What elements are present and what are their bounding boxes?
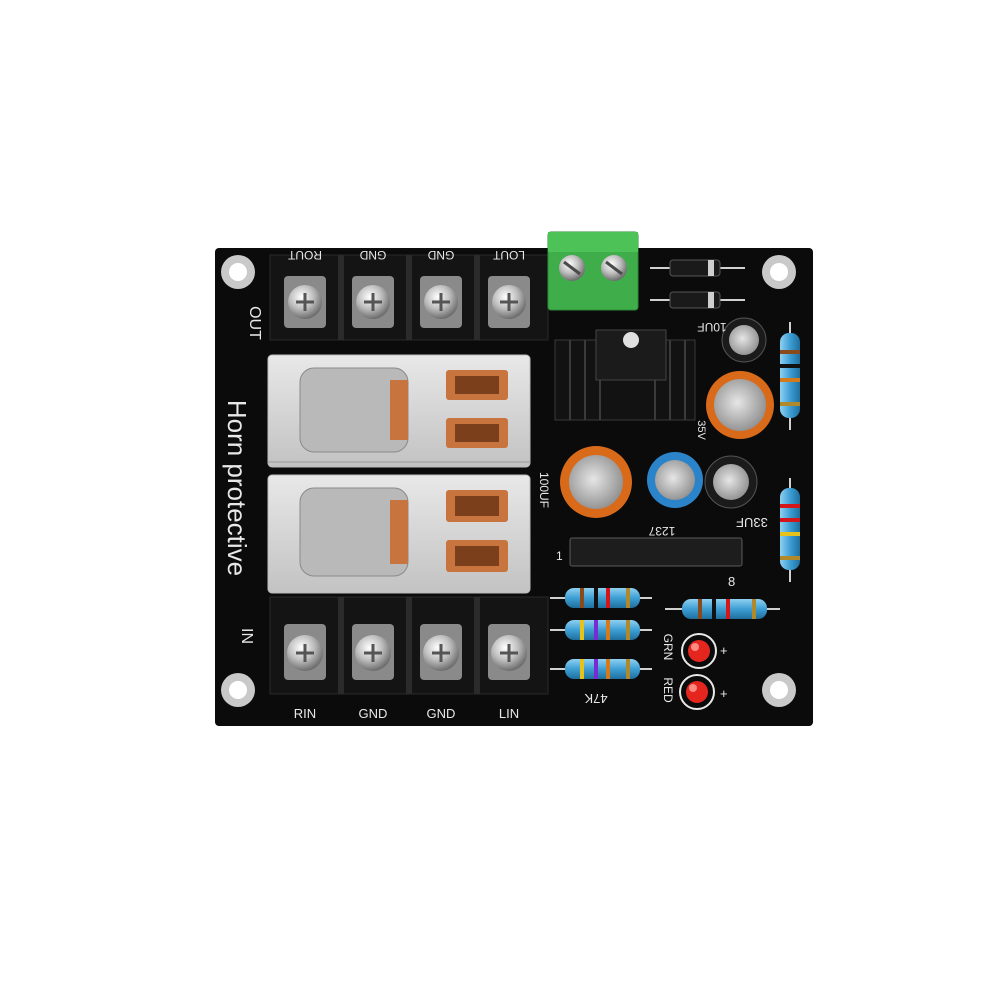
led-red-label: RED <box>661 677 675 703</box>
terminal-label-gnd: GND <box>427 706 456 721</box>
terminal-label-gnd: GND <box>359 248 386 262</box>
led-red <box>679 674 715 710</box>
terminal-label-lin: LIN <box>499 706 519 721</box>
input-terminal-block <box>269 596 549 695</box>
led-green-position <box>681 633 717 669</box>
resistor-value-label: 47K <box>584 691 607 706</box>
screw-terminal <box>284 276 326 328</box>
resistor <box>550 620 652 640</box>
electrolytic-capacitor <box>560 446 632 518</box>
cap-label: 10UF <box>697 320 726 334</box>
screw-terminal <box>352 276 394 328</box>
cap-label: 33UF <box>736 515 768 530</box>
cap-label: 100UF <box>537 472 551 508</box>
screw-terminal <box>420 276 462 328</box>
resistor <box>780 478 800 582</box>
terminal-label-lout: LOUT <box>492 248 525 262</box>
resistor <box>550 588 652 608</box>
mounting-hole <box>221 673 255 707</box>
screw-terminal <box>352 624 394 680</box>
ic-pin1-label: 1 <box>556 549 563 563</box>
output-terminal-block <box>269 254 549 341</box>
relay <box>267 354 531 468</box>
led-plus-label: + <box>720 643 728 658</box>
mounting-hole <box>221 255 255 289</box>
terminal-label-gnd: GND <box>359 706 388 721</box>
ic-pin8-label: 8 <box>728 574 735 589</box>
cap-label: 35V <box>695 420 707 440</box>
screw-terminal <box>420 624 462 680</box>
resistor <box>665 599 780 619</box>
led-green-label: GRN <box>661 634 675 661</box>
screw-terminal <box>488 276 530 328</box>
electrolytic-capacitor <box>706 371 774 439</box>
electrolytic-capacitor <box>721 317 767 363</box>
ic-code-label: 1237 <box>648 524 675 538</box>
terminal-label-gnd: GND <box>427 248 454 262</box>
board-title: Horn protective <box>222 400 252 576</box>
screw-terminal <box>284 624 326 680</box>
led-plus-label: + <box>720 686 728 701</box>
diode <box>650 291 745 309</box>
screw-terminal <box>488 624 530 680</box>
electrolytic-capacitor <box>704 455 758 509</box>
heatsink <box>554 329 696 421</box>
electrolytic-capacitor <box>647 452 703 508</box>
out-label: OUT <box>246 306 263 340</box>
terminal-label-rin: RIN <box>294 706 316 721</box>
mounting-hole <box>762 255 796 289</box>
diode <box>650 259 745 277</box>
resistor <box>780 322 800 430</box>
terminal-label-rout: ROUT <box>287 248 322 262</box>
resistor <box>550 659 652 679</box>
power-terminal-block <box>547 231 639 311</box>
ic-chip <box>569 537 743 567</box>
mounting-hole <box>762 673 796 707</box>
relay <box>267 474 531 594</box>
in-label: IN <box>238 628 255 644</box>
